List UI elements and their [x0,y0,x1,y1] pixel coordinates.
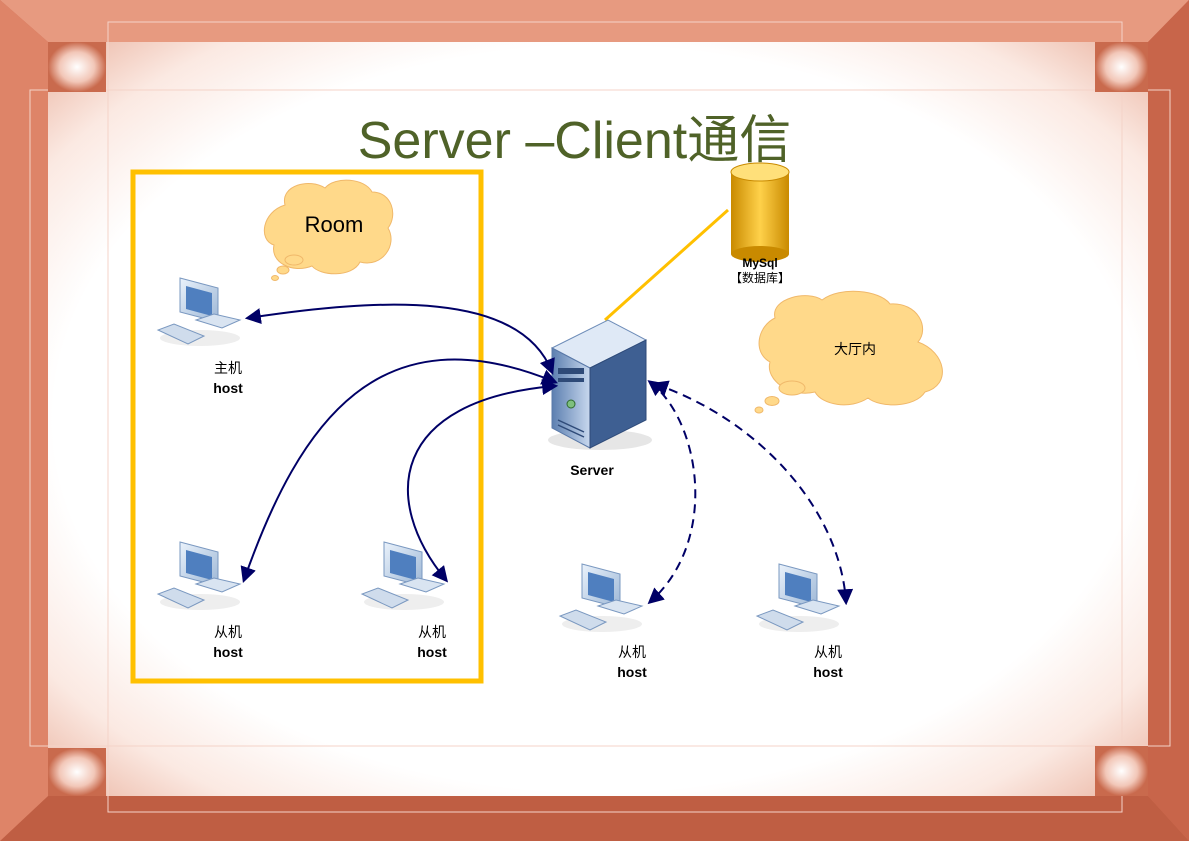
corner-knob-br [1095,746,1148,796]
corner-knob-tr [1095,42,1148,92]
host-role: 从机 [214,624,242,640]
arrow-client1-server [240,358,558,584]
server-label: Server [570,462,614,478]
arrow-client4-server [651,380,854,606]
host-label-client-1: 从机 host [188,622,268,662]
arrow-client3-server [647,380,697,605]
db-label: MySql 【数据库】 [720,256,800,286]
computer-icon-client-3 [558,563,644,632]
computer-icon-host-main [156,277,242,346]
arrow-client2-server [407,379,559,583]
host-name: host [213,380,243,396]
host-name: host [213,644,243,660]
db-sub: 【数据库】 [729,271,790,285]
db-link [604,208,729,322]
hall-label: 大厅内 [834,341,876,357]
host-label-client-4: 从机 host [788,642,868,682]
host-name: host [617,664,647,680]
computer-icon-client-2 [360,541,446,610]
host-role: 从机 [418,624,446,640]
server-icon [548,319,652,450]
database-icon [730,162,790,262]
corner-knob-bl [48,748,106,796]
db-name: MySql [742,256,778,270]
host-role: 从机 [814,644,842,660]
computer-icon-client-1 [156,541,242,610]
corner-knob-tl [48,42,106,92]
host-label-client-3: 从机 host [592,642,672,682]
host-name: host [417,644,447,660]
arrow-host-server [244,303,555,375]
room-cloud [263,179,394,281]
page-title: Server –Client通信 [357,112,792,170]
host-label-main: 主机 host [188,358,268,398]
room-label: Room [304,212,364,237]
host-label-client-2: 从机 host [392,622,472,662]
host-name: host [813,664,843,680]
host-role: 从机 [618,644,646,660]
host-role: 主机 [214,360,242,376]
computer-icon-client-4 [755,563,841,632]
